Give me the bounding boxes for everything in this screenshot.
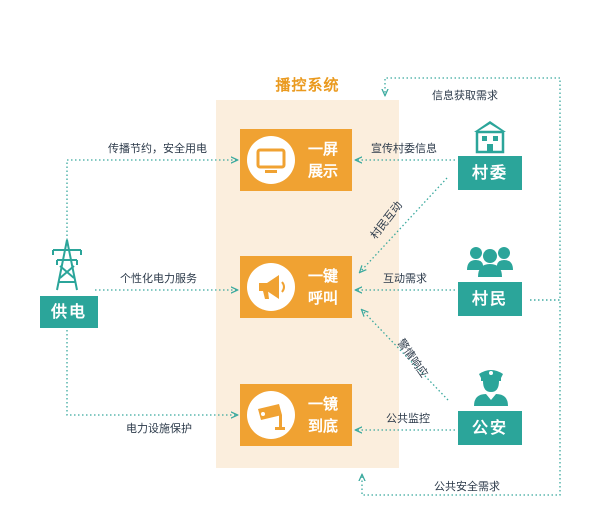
edge-label-promote-village: 宣传村委信息: [371, 142, 437, 155]
box-line1: 一键: [307, 267, 338, 285]
box-line2: 展示: [307, 162, 338, 180]
box-line2: 呼叫: [307, 289, 338, 307]
function-box-call: 一键 呼叫: [240, 256, 352, 318]
actor-village-committee: 村委: [458, 156, 522, 190]
edge-label-info-need: 信息获取需求: [432, 89, 498, 102]
edge-label-interaction-need: 互动需求: [383, 272, 427, 285]
edge-police-to-call: [362, 310, 449, 401]
actor-power-supply: 供电: [40, 296, 98, 328]
box-line1: 一镜: [307, 395, 338, 413]
edge-label-promote-power: 传播节约，安全用电: [108, 142, 207, 155]
edge-label-public-monitor: 公共监控: [386, 412, 430, 425]
function-box-camera: 一镜 到底: [240, 384, 352, 446]
edge-label-facility-protect: 电力设施保护: [126, 422, 192, 435]
edge-power-to-camera: [66, 330, 237, 415]
box-line2: 到底: [307, 417, 338, 435]
people-icon: [467, 247, 513, 277]
megaphone-icon: [247, 263, 295, 311]
camera-icon: [247, 391, 295, 439]
building-icon: [474, 121, 506, 154]
function-box-screen: 一屏 展示: [240, 129, 352, 191]
edge-label-public-safety-need: 公共安全需求: [434, 480, 500, 493]
police-officer-icon: [474, 370, 508, 406]
actor-villagers: 村民: [458, 282, 522, 316]
edge-public-safety-need: [362, 299, 561, 496]
tv-screen-icon: [247, 136, 295, 184]
box-line1: 一屏: [307, 140, 338, 158]
edge-power-to-screen: [66, 160, 237, 240]
edge-committee-to-call: [360, 177, 448, 272]
power-tower-icon: [52, 239, 82, 291]
diagram-title: 播控系统: [275, 76, 340, 94]
edge-label-personal-service: 个性化电力服务: [120, 272, 197, 285]
actor-police: 公安: [458, 411, 522, 445]
